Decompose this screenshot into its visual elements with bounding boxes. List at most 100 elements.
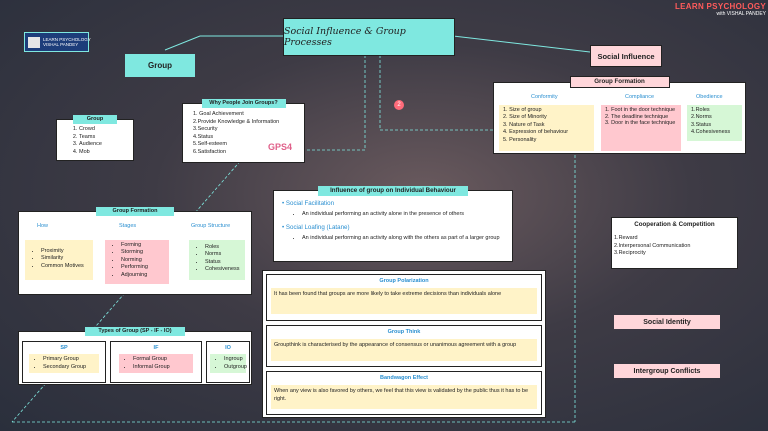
- list-item: Common Motives: [41, 263, 89, 270]
- marker-badge: 2: [394, 100, 404, 110]
- why-join-list: 1. Goal Achievement 2.Provide Knowledge …: [183, 111, 304, 156]
- list-item: Norms: [205, 251, 241, 258]
- why-join-title: Why People Join Groups?: [201, 99, 286, 109]
- list-item: Roles: [205, 244, 241, 251]
- conformity-title: Conformity: [531, 94, 558, 100]
- types-if-box: IF Formal Group Informal Group: [110, 341, 202, 383]
- types-io-title: IO: [225, 345, 231, 351]
- list-item: Secondary Group: [43, 364, 97, 371]
- social-facilitation-label: Social Facilitation: [285, 200, 335, 208]
- list-item: Storming: [121, 249, 165, 256]
- group-definition-title: Group: [73, 115, 117, 125]
- list-item: Proximity: [41, 248, 89, 255]
- list-item: 2. Size of Minority: [503, 114, 547, 121]
- types-sp-box: SP Primary Group Secondary Group: [22, 341, 106, 383]
- types-of-group-card: Types of Group (SP - IF - IO) SP Primary…: [18, 327, 252, 385]
- how-title: How: [37, 223, 49, 229]
- social-facilitation-desc: An individual performing an activity alo…: [302, 211, 512, 218]
- group-formation-right-title: Group Formation: [569, 76, 670, 89]
- polarization-text: It has been found that groups are more l…: [271, 288, 537, 315]
- stages-box: Forming Storming Norming Performing Adjo…: [105, 240, 169, 284]
- conformity-box: 1. Size of group 2. Size of Minority 3. …: [499, 105, 594, 151]
- list-item: Primary Group: [43, 356, 97, 363]
- compliance-title: Compliance: [625, 94, 655, 100]
- group-formation-left-card: Group Formation How Stages Group Structu…: [18, 207, 252, 295]
- how-box: Proximity Similarity Common Motives: [25, 240, 93, 280]
- stages-title: Stages: [119, 223, 137, 229]
- list-item: 1. Size of group: [503, 107, 542, 113]
- groupthink-box: Group Think Groupthink is characterised …: [266, 325, 542, 367]
- list-item: Adjourning: [121, 272, 165, 279]
- bandwagon-text: When any view is also favored by others,…: [271, 385, 537, 410]
- list-item: Informal Group: [133, 364, 191, 371]
- list-item: 2.Norms: [691, 114, 712, 121]
- group-definition-list: Crowd Teams Audience Mob: [57, 126, 133, 156]
- list-item: 4.Status: [193, 133, 214, 140]
- list-item: 4.Cohesiveness: [691, 129, 731, 136]
- why-join-card: Why People Join Groups? 1. Goal Achievem…: [182, 99, 305, 163]
- list-item: 4. Expression of behaviour: [503, 129, 569, 136]
- list-item: 5. Personality: [503, 136, 537, 143]
- logo-text: LEARN PSYCHOLOGY VISHAL PANDEY: [43, 37, 91, 48]
- types-io-items: Ingroup Outgroup: [210, 354, 247, 374]
- group-label: Group: [125, 54, 195, 77]
- groupthink-title: Group Think: [387, 329, 421, 335]
- polarization-title: Group Polarization: [379, 278, 429, 284]
- types-io-box: IO Ingroup Outgroup: [206, 341, 250, 383]
- social-facilitation-title: • Social Facilitation: [282, 200, 335, 208]
- list-item: Formal Group: [133, 356, 191, 363]
- obedience-box: 1.Roles 2.Norms 3.Status 4.Cohesiveness: [687, 105, 742, 141]
- social-identity-label: Social Identity: [614, 315, 720, 329]
- brand-sub: with VISHAL PANDEY: [716, 11, 766, 17]
- list-item: 2.Provide Knowledge & Information: [193, 118, 280, 125]
- compliance-box: 1. Foot in the door technique 2. The dea…: [601, 105, 681, 151]
- list-item: 1. Goal Achievement: [193, 111, 244, 118]
- connector-title-group: [164, 35, 283, 51]
- social-loafing-label: Social Loafing (Latane): [285, 224, 350, 232]
- types-sp-title: SP: [60, 345, 68, 351]
- decision-effects-card: Group Polarization It has been found tha…: [262, 270, 546, 418]
- bandwagon-box: Bandwagon Effect When any view is also f…: [266, 371, 542, 415]
- connector-dashed-right: [379, 50, 576, 422]
- list-item: Norming: [121, 257, 165, 264]
- list-item: Performing: [121, 264, 165, 271]
- influence-card: Influence of group on Individual Behavio…: [273, 186, 513, 262]
- brand-name: LEARN PSYCHOLOGY: [674, 2, 766, 11]
- types-title: Types of Group (SP - IF - IO): [85, 327, 185, 337]
- cooperation-list: 1.Reward 2.Interpersonal Communication 3…: [612, 235, 737, 257]
- list-item: 3.Security: [193, 126, 218, 133]
- list-item: 1. Foot in the door technique: [605, 107, 676, 113]
- list-item: Mob: [79, 149, 133, 156]
- groupthink-text: Groupthink is characterised by the appea…: [271, 339, 537, 362]
- page-title: Social Influence & Group Processes: [283, 18, 455, 56]
- list-item: 3. Nature of Task: [503, 121, 545, 128]
- social-influence-label: Social Influence: [590, 45, 662, 67]
- list-item: 1.Reward: [614, 235, 638, 242]
- list-item: Cohesiveness: [205, 266, 241, 273]
- intergroup-conflicts-label: Intergroup Conflicts: [614, 364, 720, 378]
- types-if-title: IF: [153, 345, 159, 351]
- social-loafing-title: • Social Loafing (Latane): [282, 224, 350, 232]
- list-item: 2.Interpersonal Communication: [614, 242, 691, 249]
- list-item: Forming: [121, 242, 165, 249]
- group-formation-right-card: Group Formation Conformity Compliance Ob…: [493, 76, 746, 154]
- why-join-acronym: GPS4: [267, 142, 292, 152]
- list-item: 6.Satisfaction: [193, 148, 227, 155]
- list-item: Similarity: [41, 255, 89, 262]
- list-item: Outgroup: [224, 364, 247, 371]
- list-item: Teams: [79, 134, 133, 141]
- list-item: 5.Self-esteem: [193, 141, 227, 148]
- cooperation-title: Cooperation & Competition: [634, 221, 715, 228]
- connector-title-influence: [452, 35, 591, 53]
- group-formation-left-title: Group Formation: [96, 207, 174, 217]
- influence-title: Influence of group on Individual Behavio…: [318, 186, 468, 197]
- logo-mark-icon: [28, 37, 40, 48]
- group-definition-card: Group Crowd Teams Audience Mob: [56, 115, 134, 161]
- list-item: 3.Status: [691, 121, 712, 128]
- list-item: 1.Roles: [691, 107, 710, 113]
- structure-box: Roles Norms Status Cohesiveness: [189, 240, 245, 280]
- list-item: 2. The deadline technique: [605, 113, 669, 120]
- cooperation-card: Cooperation & Competition 1.Reward 2.Int…: [611, 217, 738, 269]
- polarization-box: Group Polarization It has been found tha…: [266, 274, 542, 321]
- logo: LEARN PSYCHOLOGY VISHAL PANDEY: [24, 32, 91, 52]
